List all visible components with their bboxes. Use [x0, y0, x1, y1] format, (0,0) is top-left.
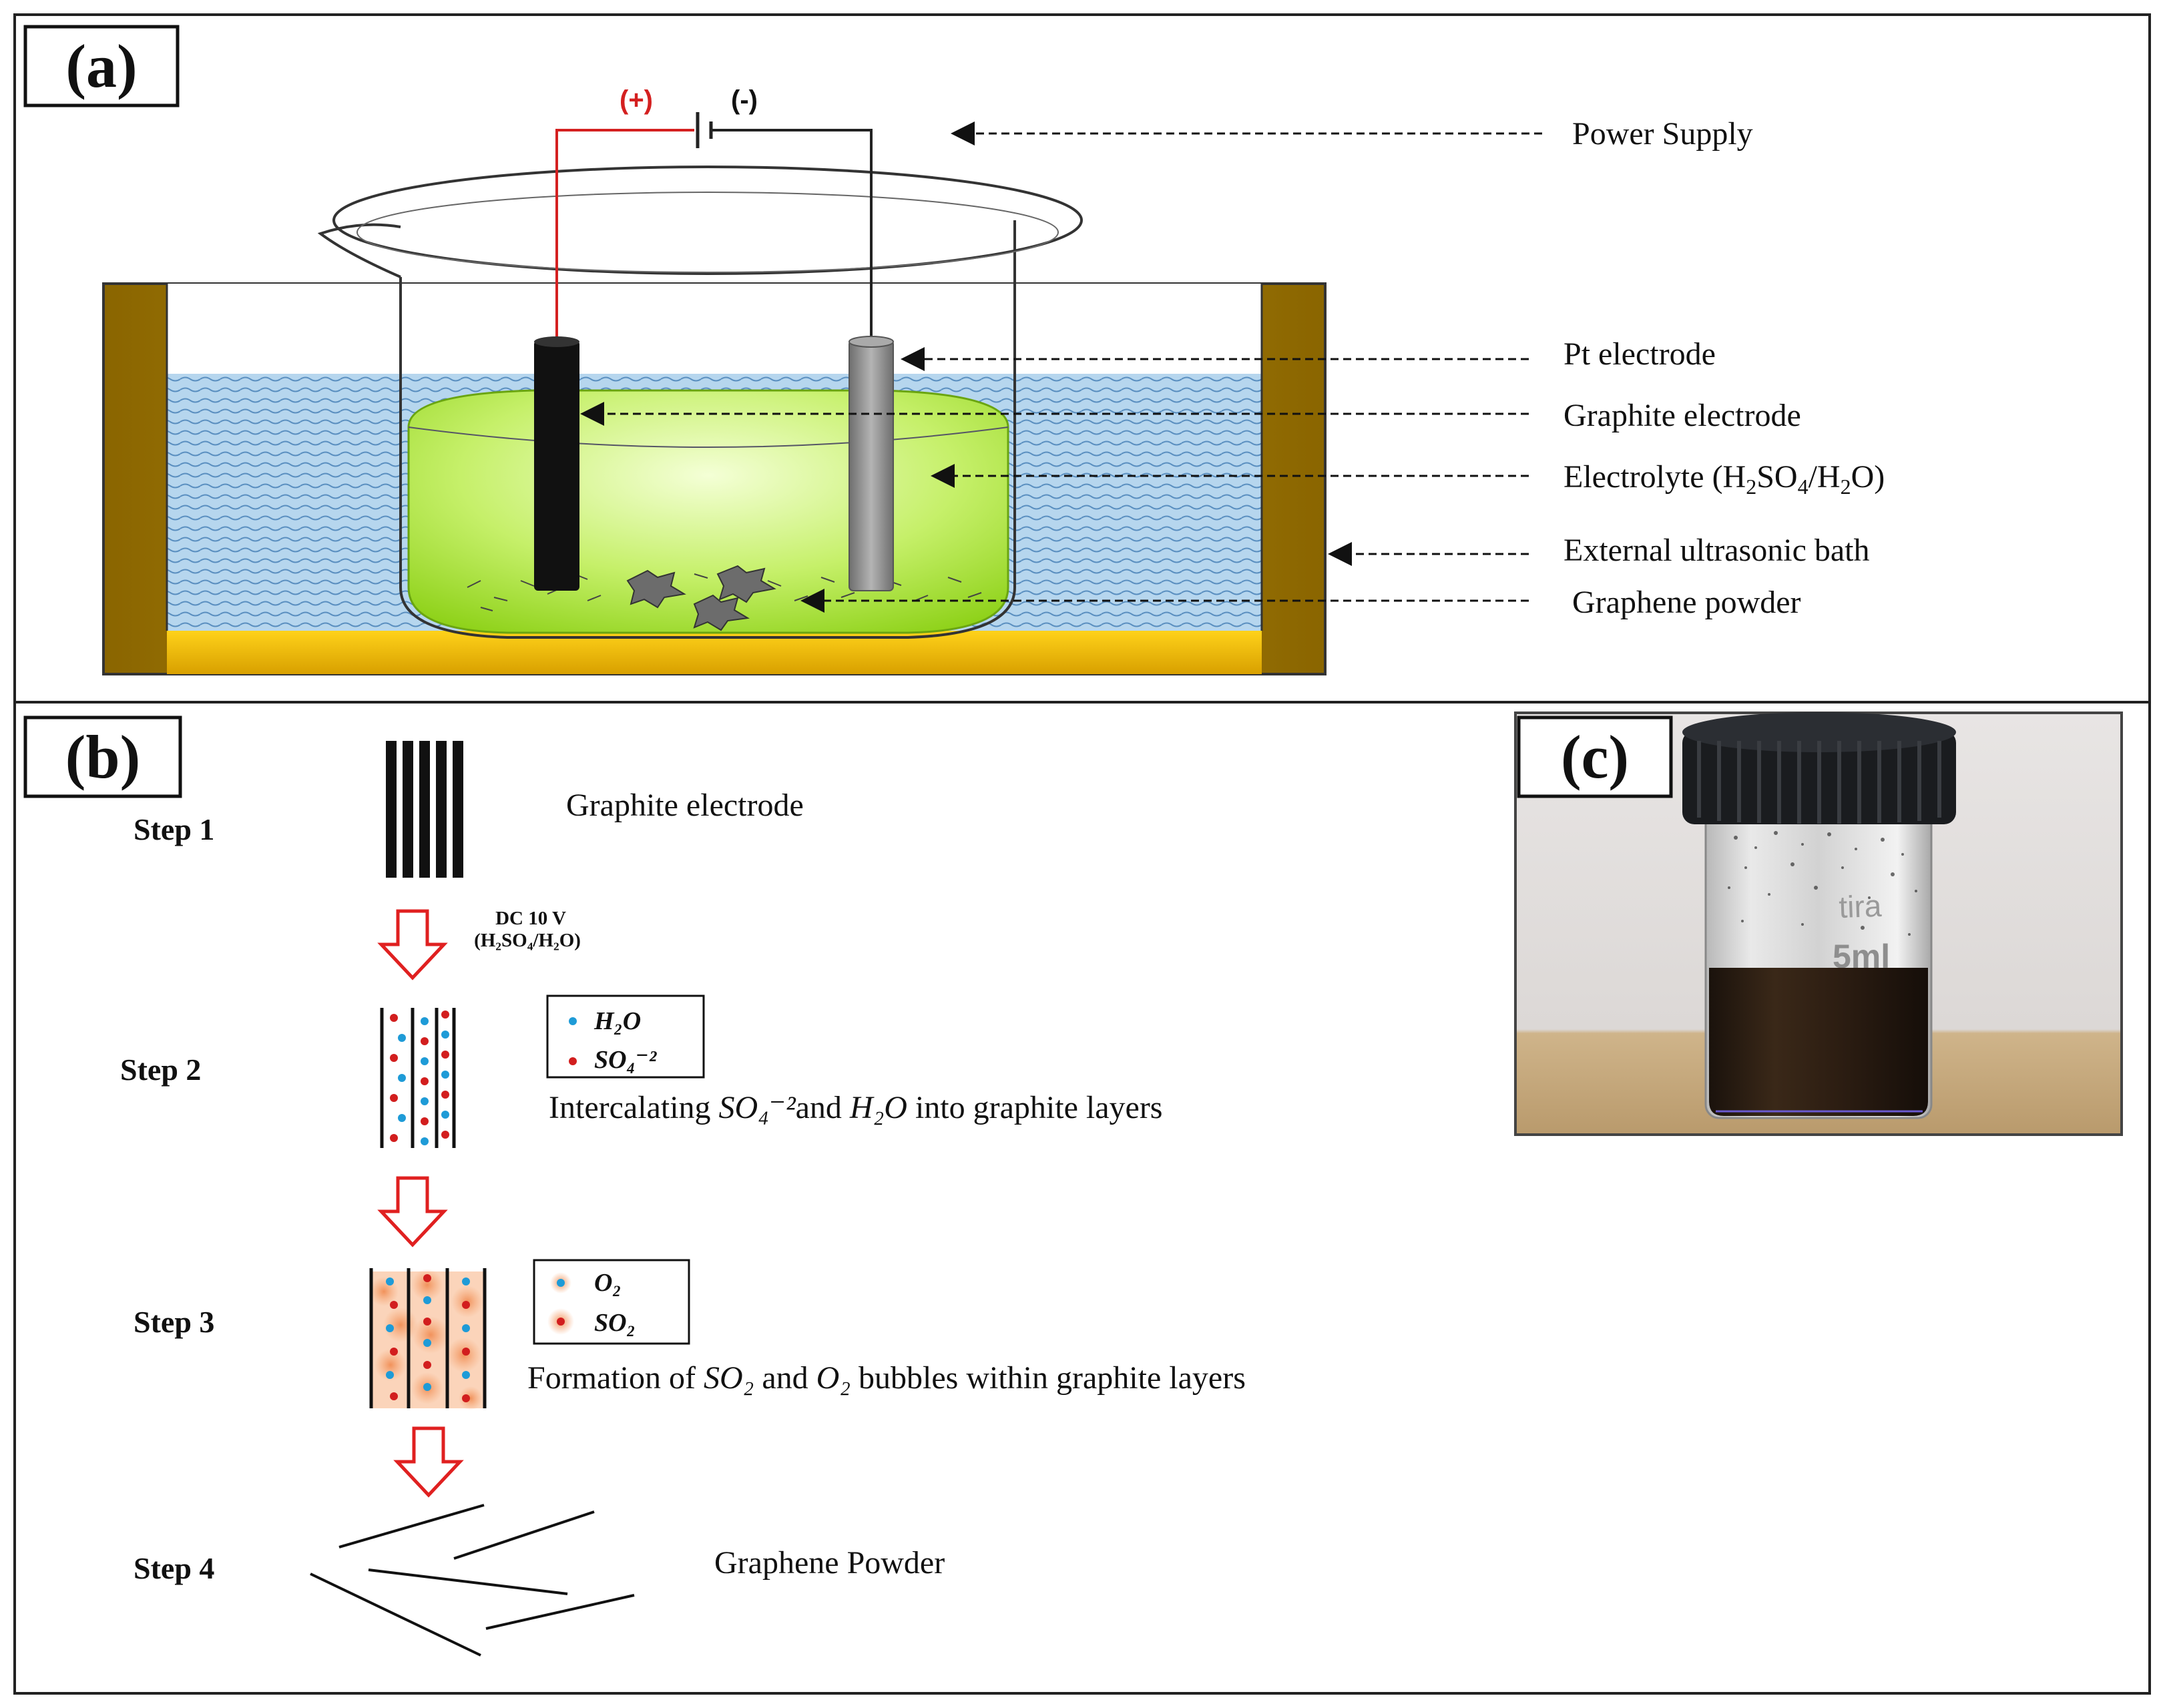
vial-cap [1682, 712, 1956, 824]
legend-sulfate: SO₄⁻² [594, 1046, 658, 1074]
beaker [317, 166, 1083, 639]
label-graphene-powder: Graphene powder [1572, 585, 1801, 620]
sulfate-dot [569, 1057, 577, 1065]
panel-a-label-box [23, 25, 180, 107]
circuit-wires: (+) (-) [555, 85, 873, 344]
graphite-electrode [534, 340, 579, 591]
panel-b-label-box [23, 716, 182, 798]
legend-water: H₂O [593, 1007, 641, 1035]
graphene-flakes [626, 565, 776, 631]
step3-bubble-layers [369, 1268, 487, 1410]
outer-border [13, 13, 2151, 1695]
graphene-dispersion [1709, 968, 1928, 1116]
label-pt-electrode: Pt electrode [1563, 336, 1716, 372]
so2-dot [557, 1318, 565, 1326]
leader-lines [580, 121, 1542, 613]
step2-legend: H₂O SO₄⁻² [546, 994, 705, 1079]
graphene-particles [467, 573, 982, 611]
step1-graphite-layers [386, 741, 463, 878]
panel-a: (a) [23, 25, 1885, 675]
step3-gas-dots [386, 1274, 470, 1402]
positive-terminal-label: (+) [620, 85, 653, 115]
vial-brand-mark: tira [1839, 888, 1883, 924]
pt-electrode [849, 340, 894, 591]
electrolyte [407, 389, 1009, 634]
step-arrow-3 [393, 1426, 464, 1498]
label-electrolyte: Electrolyte (H2SO4/H2O) [1563, 459, 1885, 499]
arrow1-electrolyte: (H₂SO₄/H₂O) [474, 930, 581, 951]
arrow1-voltage: DC 10 V [495, 908, 566, 929]
step3-description: Formation of SO₂ and O₂ bubbles within g… [527, 1360, 1246, 1396]
step3-label: Step 3 [134, 1305, 214, 1339]
step2-description: Intercalating SO₄⁻²and H₂O into graphite… [549, 1090, 1162, 1125]
negative-terminal-label: (-) [731, 85, 758, 115]
negative-wire [711, 129, 873, 344]
label-ultrasonic-bath: External ultrasonic bath [1563, 533, 1870, 568]
panel-c-label: (c) [1561, 723, 1629, 791]
water-dot [569, 1017, 577, 1025]
panel-b-label: (b) [65, 723, 140, 791]
panel-c-photo: tira 5ml (c) [1514, 711, 2123, 1136]
positive-wire [555, 129, 694, 344]
step1-label: Step 1 [134, 812, 214, 846]
pt-electrode-top [849, 336, 894, 348]
step4-description: Graphene Powder [714, 1545, 945, 1581]
panel-c-label-box [1517, 716, 1673, 798]
step3-legend: O₂ SO₂ [533, 1259, 690, 1345]
legend-o2: O₂ [594, 1269, 622, 1297]
step2-intercalated-layers [380, 1008, 456, 1148]
step2-label: Step 2 [120, 1053, 201, 1087]
o2-dot [557, 1279, 565, 1287]
step4-label: Step 4 [134, 1551, 214, 1585]
panel-b: (b) Step 1 Graphite electrode DC 10 V (H… [23, 716, 1246, 1657]
graphite-electrode-top [534, 336, 579, 347]
label-power-supply: Power Supply [1572, 116, 1753, 152]
panel-a-label: (a) [65, 32, 137, 100]
step1-description: Graphite electrode [566, 788, 804, 823]
vial: tira 5ml [1682, 712, 1956, 1119]
legend-so2: SO₂ [594, 1309, 636, 1337]
step2-ions [390, 1011, 449, 1145]
label-graphite-electrode: Graphite electrode [1563, 398, 1801, 433]
step-arrow-1 [377, 909, 448, 980]
step4-graphene-sheets [310, 1504, 635, 1657]
step-arrow-2 [377, 1176, 448, 1247]
